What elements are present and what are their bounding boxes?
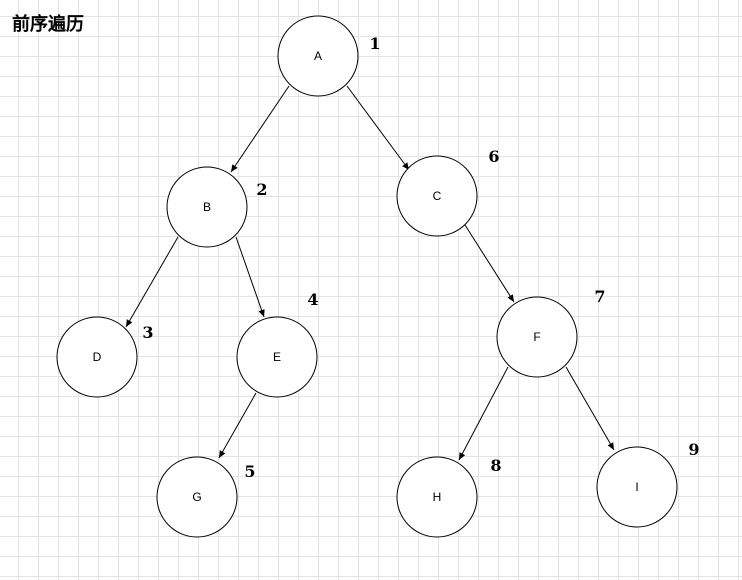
tree-node-h: H8 bbox=[396, 456, 502, 538]
node-circle bbox=[596, 446, 678, 528]
edge-f-i bbox=[565, 366, 615, 451]
node-circle bbox=[166, 166, 248, 248]
node-label: C bbox=[433, 189, 442, 203]
node-label: F bbox=[533, 330, 540, 344]
edge-e-g bbox=[218, 392, 257, 459]
edge-c-f bbox=[464, 224, 515, 303]
visit-order-label: 8 bbox=[490, 456, 501, 475]
node-circle bbox=[236, 316, 318, 398]
node-label: B bbox=[203, 200, 211, 214]
tree-node-f: F7 bbox=[496, 287, 606, 378]
node-label: E bbox=[273, 350, 281, 364]
visit-order-label: 1 bbox=[369, 34, 380, 53]
node-circle bbox=[277, 15, 359, 97]
node-label: A bbox=[314, 49, 322, 63]
node-label: I bbox=[635, 480, 638, 494]
node-circle bbox=[396, 155, 478, 237]
visit-order-label: 5 bbox=[244, 462, 255, 481]
tree-node-e: E4 bbox=[236, 290, 319, 398]
node-label: G bbox=[192, 490, 201, 504]
tree-node-b: B2 bbox=[166, 166, 268, 248]
node-label: D bbox=[93, 350, 102, 364]
tree-node-a: A1 bbox=[277, 15, 381, 97]
tree-node-i: I9 bbox=[596, 440, 700, 528]
edge-b-d bbox=[125, 236, 179, 328]
node-circle bbox=[56, 316, 138, 398]
edges-layer bbox=[125, 85, 615, 461]
edge-b-e bbox=[235, 236, 265, 318]
visit-order-label: 2 bbox=[256, 180, 267, 199]
node-circle bbox=[496, 296, 578, 378]
tree-node-g: G5 bbox=[156, 456, 256, 538]
visit-order-label: 7 bbox=[594, 287, 605, 306]
diagram-title: 前序遍历 bbox=[12, 14, 84, 35]
node-label: H bbox=[433, 490, 442, 504]
visit-order-label: 4 bbox=[307, 290, 318, 309]
node-circle bbox=[396, 456, 478, 538]
edge-f-h bbox=[458, 366, 509, 461]
tree-node-c: C6 bbox=[396, 147, 500, 237]
visit-order-label: 6 bbox=[488, 147, 499, 166]
edge-a-c bbox=[346, 85, 410, 171]
visit-order-label: 3 bbox=[142, 323, 153, 342]
node-circle bbox=[156, 456, 238, 538]
edge-a-b bbox=[230, 85, 290, 173]
visit-order-label: 9 bbox=[688, 440, 699, 459]
tree-node-d: D3 bbox=[56, 316, 154, 398]
